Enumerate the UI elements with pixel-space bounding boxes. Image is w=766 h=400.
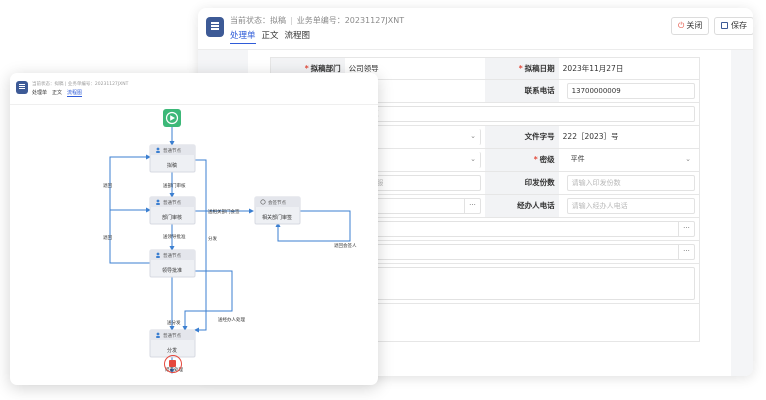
title-input[interactable]: 件标题: [345, 103, 699, 125]
urgency-select[interactable]: ⌄: [345, 149, 485, 171]
status-line: 当前状态：拟稿 |业务单编号：20231127JXNT: [230, 15, 404, 26]
field-label: *密级: [485, 149, 559, 171]
node-name: 拟稿: [167, 162, 177, 169]
edge-label: 退回: [103, 182, 112, 189]
edge-label: 分发: [208, 235, 217, 242]
chevron-down-icon: ⌄: [685, 155, 691, 163]
serial-label: 业务单编号：20231127JXNT: [67, 82, 129, 87]
node-type: 普通节点: [163, 252, 181, 259]
close-button[interactable]: ⏻关闭: [671, 17, 710, 35]
edge-label: 退回: [103, 234, 112, 241]
flow-node-draft[interactable]: 普通节点 拟稿: [149, 144, 196, 173]
save-label: 保存: [731, 21, 747, 30]
save-button[interactable]: 保存: [714, 17, 753, 35]
chevron-down-icon: ⌄: [470, 155, 476, 163]
edge-label: 退回会签人: [334, 242, 357, 249]
serial-label: 业务单编号：20231127JXNT: [296, 16, 405, 25]
edge-label: 送领导批准: [163, 233, 186, 240]
copy-to-input[interactable]: 送···: [345, 241, 699, 263]
print-count-input[interactable]: 请输入印发份数: [559, 172, 699, 194]
save-icon: [721, 22, 728, 29]
end-node-icon[interactable]: [164, 355, 182, 373]
more-icon: ···: [678, 222, 694, 236]
field-label: 联系电话: [485, 80, 559, 102]
start-node[interactable]: [163, 109, 181, 127]
chevron-down-icon: ⌄: [470, 132, 476, 140]
phone-field[interactable]: 13700000009: [559, 80, 699, 102]
node-type: 普通节点: [163, 332, 181, 339]
status-line: 当前状态：拟稿 | 业务单编号：20231127JXNT: [32, 82, 129, 87]
close-label: 关闭: [686, 21, 703, 30]
status-label: 当前状态：拟稿: [230, 16, 286, 25]
edge-label: 送部门审核: [163, 182, 186, 189]
edge-label: 送经办人处理: [218, 316, 245, 323]
flow-node-distribute[interactable]: 普通节点 分发: [149, 329, 196, 358]
handler-phone-input[interactable]: 请输入经办人电话: [559, 195, 699, 217]
send-to-input[interactable]: 送···: [345, 218, 699, 240]
edge-label: 送相关部门会签: [208, 208, 240, 215]
doc-type-select[interactable]: ⌄: [345, 126, 485, 148]
field-label: 经办人电话: [485, 195, 559, 217]
tab-handling-form[interactable]: 处理单: [32, 90, 48, 96]
flow-window-header: 当前状态：拟稿 | 业务单编号：20231127JXNT 处理单正文流程图: [10, 73, 378, 105]
draft-date-value: 2023年11月27日: [562, 64, 624, 73]
node-name: 分发: [167, 347, 177, 354]
flow-node-countersign[interactable]: 会签节点 相关部门审签: [254, 196, 301, 225]
flow-node-leader-approve[interactable]: 普通节点 领导批准: [149, 249, 196, 278]
field-label: *拟稿日期: [485, 58, 559, 79]
node-type: 普通节点: [163, 147, 181, 154]
field-label: 印发份数: [485, 172, 559, 194]
document-icon: [16, 81, 28, 94]
tab-handling-form[interactable]: 处理单: [230, 31, 256, 44]
tab-flow-chart[interactable]: 流程图: [67, 90, 83, 97]
node-name: 相关部门审签: [262, 214, 292, 221]
node-name: 部门审核: [162, 214, 182, 221]
form-window-header: 当前状态：拟稿|业务单编号：20231127JXNT 处理单正文流程图 ⏻关闭 …: [198, 8, 753, 50]
flow-edges: [109, 127, 351, 374]
tab-flow-chart[interactable]: 流程图: [284, 31, 311, 41]
secret-select[interactable]: 平件⌄: [559, 149, 699, 171]
right-gutter: [731, 50, 753, 376]
summary-textarea[interactable]: 要摘要: [348, 267, 695, 300]
flow-window: 当前状态：拟稿 | 业务单编号：20231127JXNT 处理单正文流程图: [10, 73, 378, 385]
status-separator: |: [290, 16, 293, 25]
node-type: 普通节点: [163, 199, 181, 206]
node-name: 领导批准: [162, 267, 182, 274]
document-icon: [206, 17, 224, 37]
flow-tabs: 处理单正文流程图: [32, 89, 87, 97]
flow-diagram: 送部门审核 退回 送相关部门会签 送领导批准 退回 分发 送经办人处理 送分发 …: [103, 109, 357, 374]
form-tabs: 处理单正文流程图: [230, 29, 316, 44]
more-icon: ···: [678, 245, 694, 259]
draft-dept-value: 公司领导: [348, 64, 379, 73]
doc-no-value: 222［2023］号: [562, 132, 619, 141]
edge-label: 送分发: [167, 319, 181, 326]
node-type: 会签节点: [268, 199, 286, 206]
flow-node-dept-review[interactable]: 普通节点 部门审核: [149, 196, 196, 225]
status-label: 当前状态：拟稿: [32, 82, 64, 87]
tab-body-text[interactable]: 正文: [261, 31, 279, 41]
power-icon: ⏻: [678, 21, 685, 30]
field-label: 文件字号: [485, 126, 559, 148]
tab-body-text[interactable]: 正文: [52, 90, 63, 96]
more-icon: ···: [464, 199, 480, 213]
